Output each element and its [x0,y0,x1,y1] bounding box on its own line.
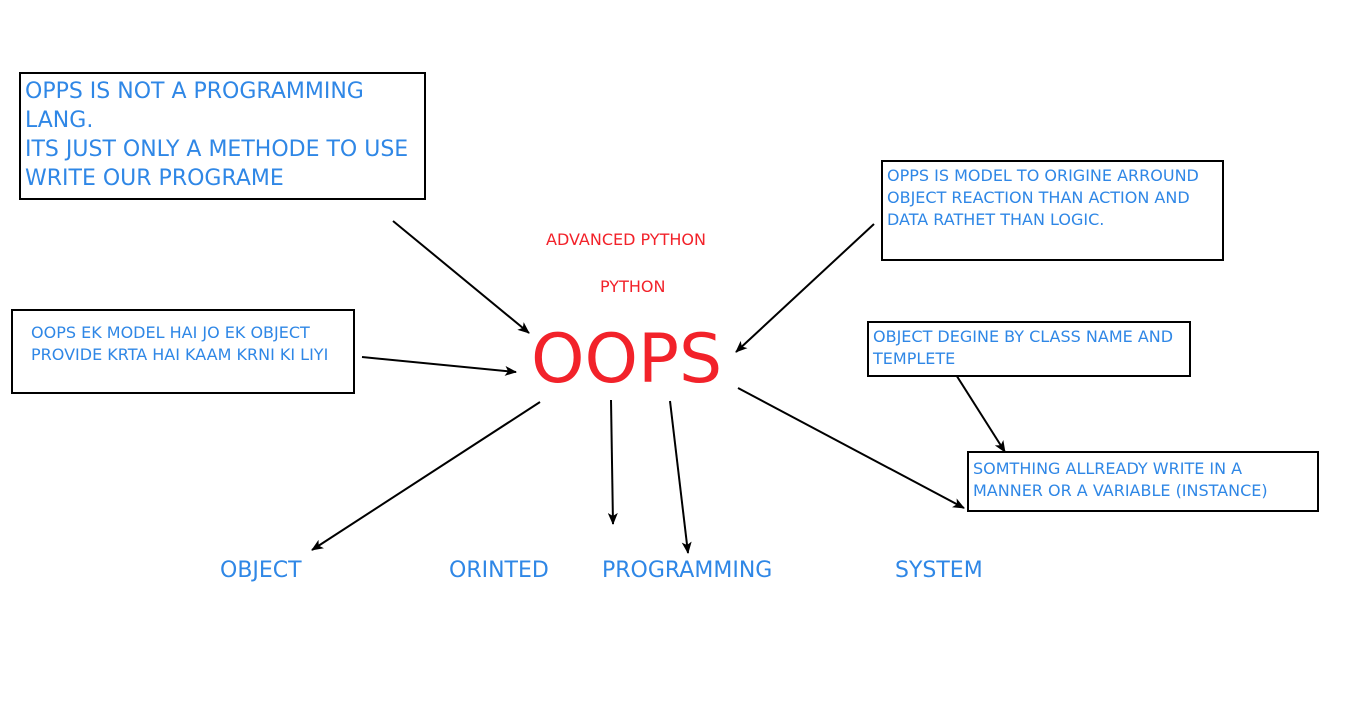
note-instance: SOMTHING ALLREADY WRITE IN A MANNER OR A… [967,451,1319,512]
arrow-object-define-to-instance [952,369,1006,453]
arrow-to-orinted [607,399,618,525]
arrow-from-model-definition [735,223,875,353]
arrow-to-object [311,401,541,551]
subtitle-advanced-python: ADVANCED PYTHON [546,230,706,249]
subtitle-python: PYTHON [600,277,666,296]
arrow-from-ek-model [361,356,517,376]
word-orinted: ORINTED [449,558,549,583]
word-programming: PROGRAMMING [602,558,773,583]
note-not-a-language: OPPS IS NOT A PROGRAMMING LANG. ITS JUST… [19,72,426,200]
arrow-to-instance-box [737,387,965,509]
arrow-from-not-a-language [392,220,530,334]
word-system: SYSTEM [895,558,983,583]
note-ek-model: OOPS EK MODEL HAI JO EK OBJECT PROVIDE K… [11,309,355,394]
word-object: OBJECT [220,558,302,583]
note-object-define: OBJECT DEGINE BY CLASS NAME AND TEMPLETE [867,321,1191,377]
note-model-definition: OPPS IS MODEL TO ORIGINE ARROUND OBJECT … [881,160,1224,261]
main-title-oops: OOPS [531,320,723,399]
arrow-to-programming [669,400,692,554]
